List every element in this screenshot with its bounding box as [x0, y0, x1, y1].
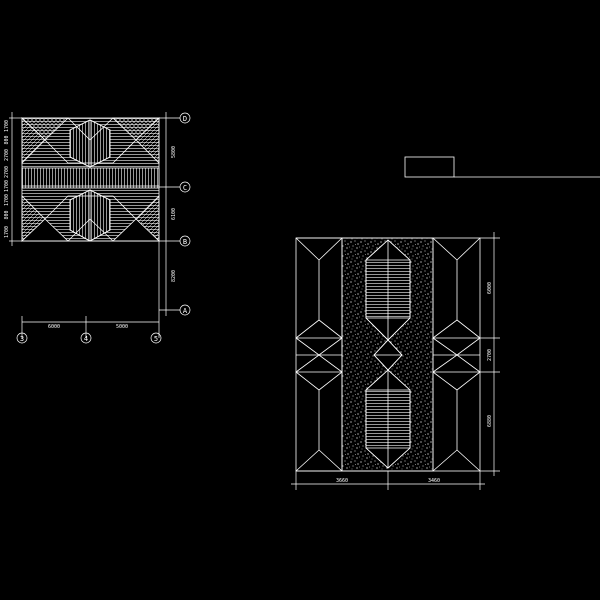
grid-marker-5: 5 — [150, 332, 162, 344]
dim-right-1: 5800 — [171, 146, 177, 158]
grid-marker-5-label: 5 — [154, 335, 158, 343]
title-block — [404, 156, 600, 178]
grid-marker-A: A — [179, 304, 191, 316]
grid-marker-C-label: C — [183, 184, 187, 192]
grid-marker-4: 4 — [80, 332, 92, 344]
right-dim-bottom-1: 3660 — [336, 478, 348, 484]
dim-right-3: 8200 — [171, 270, 177, 282]
dim-left-top-3: 2700 — [4, 149, 10, 161]
dim-bottom-1: 6000 — [48, 324, 60, 330]
dim-left-top-1: 1700 — [4, 120, 10, 132]
dim-right-2: 6100 — [171, 208, 177, 220]
dim-left-bottom-1: 1700 — [4, 194, 10, 206]
grid-marker-4-label: 4 — [84, 335, 88, 343]
dim-left-top-2: 800 — [4, 135, 10, 144]
dim-bottom-2: 5000 — [116, 324, 128, 330]
right-dim-right-3: 6880 — [487, 415, 493, 427]
right-dim-right-2: 2700 — [487, 349, 493, 361]
left-dimensions: 5800 6100 8200 1700 800 2700 2700 1700 1… — [4, 120, 177, 330]
dim-left-bottom-3: 1700 — [4, 226, 10, 238]
left-grid-axes — [9, 112, 180, 338]
grid-marker-B-label: B — [183, 238, 187, 246]
grid-marker-B: B — [179, 235, 191, 247]
right-dimensions: 6000 2700 6880 3660 3460 — [336, 282, 493, 484]
right-dim-bottom-2: 3460 — [428, 478, 440, 484]
grid-marker-D: D — [179, 112, 191, 124]
dim-left-mid-2: 1700 — [4, 180, 10, 192]
grid-marker-A-label: A — [183, 307, 188, 315]
grid-marker-C: C — [179, 181, 191, 193]
right-roof-plan — [295, 237, 481, 472]
grid-marker-D-label: D — [183, 115, 187, 123]
dim-left-mid-1: 2700 — [4, 166, 10, 178]
grid-marker-3: 3 — [16, 332, 28, 344]
grid-marker-3-label: 3 — [20, 335, 24, 343]
right-dim-right-1: 6000 — [487, 282, 493, 294]
right-dimension-lines — [291, 232, 500, 490]
left-roof-plan — [21, 117, 160, 242]
dim-left-bottom-2: 800 — [4, 210, 10, 219]
